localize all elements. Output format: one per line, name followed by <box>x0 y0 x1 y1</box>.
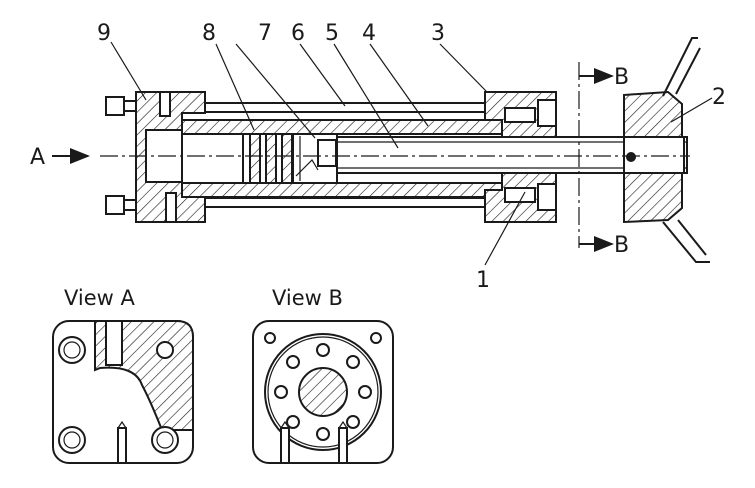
caption-view-a: View A <box>64 286 136 310</box>
label-part-2: 2 <box>712 85 726 110</box>
section-view <box>52 37 713 266</box>
section-b-bottom-marker: B <box>614 233 629 258</box>
caption-view-b: View B <box>272 286 343 310</box>
label-part-7: 7 <box>258 21 272 46</box>
view-a-marker: A <box>30 145 45 170</box>
piston-seals <box>242 133 294 184</box>
section-b-top-marker: B <box>614 65 629 90</box>
view-b: View B <box>252 286 394 464</box>
label-part-1: 1 <box>476 268 490 293</box>
section-line-b <box>578 62 614 252</box>
piston-nut <box>292 133 338 184</box>
leader-lines <box>110 41 713 266</box>
head-cap <box>484 91 557 223</box>
label-part-8: 8 <box>202 21 216 46</box>
label-part-3: 3 <box>431 21 445 46</box>
label-part-6: 6 <box>291 21 305 46</box>
end-cap <box>105 91 206 223</box>
view-a: View A <box>52 286 194 464</box>
label-part-4: 4 <box>362 21 376 46</box>
label-part-9: 9 <box>97 21 111 46</box>
rod-end-housing <box>623 37 710 263</box>
label-part-5: 5 <box>325 21 339 46</box>
